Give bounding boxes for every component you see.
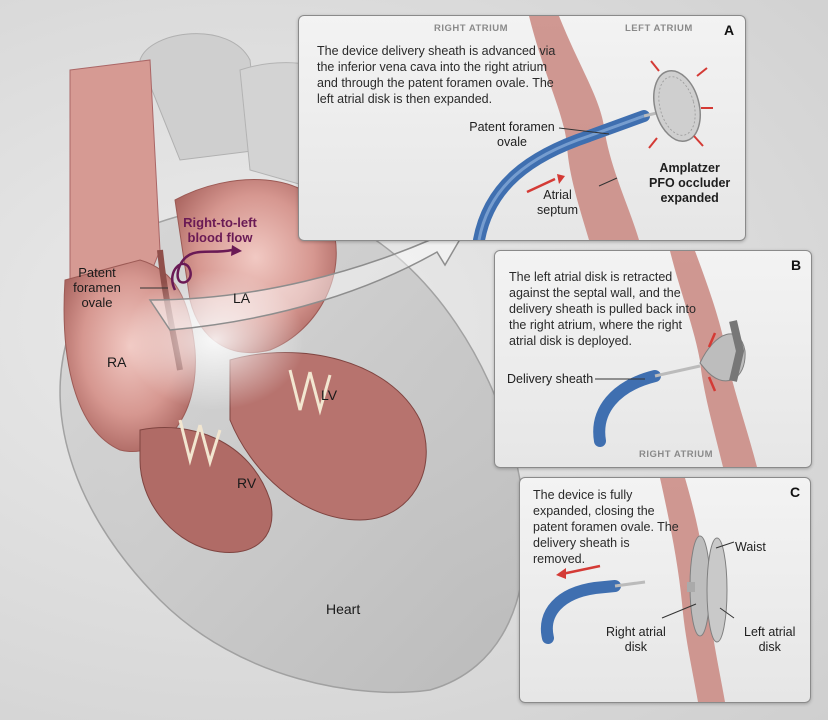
panel-b-text: The left atrial disk is retracted agains… bbox=[509, 270, 696, 348]
waist-leader bbox=[715, 541, 735, 549]
septum-label-leader bbox=[598, 177, 618, 187]
wire-c bbox=[614, 580, 646, 588]
atrial-septum-tissue bbox=[529, 16, 639, 240]
glow bbox=[125, 270, 305, 410]
waist bbox=[687, 582, 695, 592]
panel-b-letter: B bbox=[791, 257, 802, 273]
retract-arrow-up bbox=[707, 332, 717, 348]
flow-curl bbox=[171, 248, 233, 291]
left-atrial-disk bbox=[653, 70, 701, 142]
label-ra: RA bbox=[107, 354, 127, 370]
left-ventricle-chamber bbox=[229, 352, 427, 521]
label-la: LA bbox=[233, 290, 251, 306]
label-pfo: Patent foramen ovale bbox=[469, 120, 555, 149]
label-right-to-left-flow: Right-to-left blood flow bbox=[183, 215, 257, 245]
sheath-highlight bbox=[477, 114, 645, 240]
right-ventricle-chamber bbox=[139, 427, 273, 554]
label-atrial-septum: Atrial septum bbox=[537, 188, 578, 217]
panel-c-text: The device is fully expanded, closing th… bbox=[533, 488, 679, 566]
aorta-shape bbox=[139, 33, 261, 161]
panel-c: C The device is fully expanded, closing … bbox=[519, 477, 811, 703]
label-patent-foramen-ovale: Patent foramen ovale bbox=[73, 265, 121, 310]
retract-arrow-down bbox=[707, 376, 717, 392]
withdraw-arrowhead bbox=[556, 568, 566, 579]
wire-b bbox=[654, 364, 701, 378]
label-occluder-expanded: Amplatzer PFO occluder expanded bbox=[649, 161, 731, 205]
panel-a-illustration bbox=[473, 16, 713, 240]
panel-a-letter: A bbox=[724, 22, 735, 38]
panel-b: B The left atrial disk is retracted agai… bbox=[494, 250, 812, 468]
right-disk-leader bbox=[661, 603, 697, 619]
footer-right-atrium: RIGHT ATRIUM bbox=[639, 449, 714, 460]
left-disk-leader bbox=[719, 607, 735, 619]
panel-a-text: The device delivery sheath is advanced v… bbox=[317, 44, 556, 106]
panel-c-letter: C bbox=[790, 484, 801, 500]
label-right-atrial-disk: Right atrial disk bbox=[606, 625, 666, 654]
pfo-label-leader bbox=[558, 127, 610, 135]
sheath-c bbox=[540, 580, 621, 644]
panel-c-illustration bbox=[540, 478, 735, 702]
label-left-atrial-disk: Left atrial disk bbox=[744, 625, 796, 654]
expansion-arrows bbox=[648, 60, 713, 149]
panel-b-illustration bbox=[593, 251, 757, 467]
left-atrial-disk-c bbox=[706, 537, 728, 643]
mitral-valve bbox=[288, 369, 332, 416]
header-left-atrium: LEFT ATRIUM bbox=[625, 23, 693, 34]
label-heart: Heart bbox=[326, 601, 361, 617]
advance-arrowhead bbox=[557, 174, 565, 184]
label-waist: Waist bbox=[735, 540, 766, 554]
sheath-b bbox=[593, 370, 661, 447]
flow-arrowhead bbox=[231, 245, 242, 256]
left-atrial-disk-b bbox=[729, 320, 745, 382]
label-lv: LV bbox=[321, 387, 338, 403]
withdraw-arrow bbox=[561, 564, 601, 576]
label-delivery-sheath: Delivery sheath bbox=[507, 372, 594, 386]
tricuspid-valve bbox=[178, 419, 222, 468]
label-rv: RV bbox=[237, 475, 257, 491]
panel-a: RIGHT ATRIUM LEFT ATRIUM A The device de… bbox=[298, 15, 746, 241]
header-right-atrium: RIGHT ATRIUM bbox=[434, 23, 509, 34]
advance-arrow bbox=[526, 177, 556, 194]
